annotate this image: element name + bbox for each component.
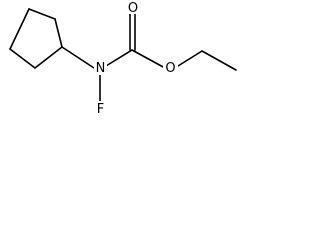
ring-bond-3 — [34, 46, 63, 69]
ester-oxygen-label: O — [165, 61, 175, 76]
carbonyl-ester-oxygen-bond — [131, 49, 166, 69]
carbonyl-double-bond — [129, 11, 136, 51]
ring-bond-5 — [9, 8, 30, 50]
ring-bond-1 — [28, 8, 56, 20]
ring-bond-2 — [54, 18, 63, 48]
carbonyl-oxygen-label: O — [128, 1, 138, 16]
ring-bond-4 — [9, 48, 36, 69]
ester-oxygen-atom: O — [163, 60, 178, 76]
nitrogen-label: N — [96, 61, 106, 76]
ester-oxygen-ch2-bond — [177, 50, 203, 67]
ring-to-nitrogen-bond — [61, 46, 95, 69]
fluorine-atom: F — [94, 101, 107, 117]
fluorine-label-background — [94, 101, 107, 116]
nitrogen-atom: N — [94, 60, 107, 76]
cyclopentane-ring — [9, 8, 63, 69]
nitrogen-carbonyl-bond — [105, 49, 133, 67]
ethyl-bond — [201, 50, 237, 71]
fluorine-label: F — [97, 102, 104, 117]
carbonyl-oxygen-label-background — [126, 0, 140, 14]
ester-oxygen-label-background — [163, 60, 178, 75]
nitrogen-label-background — [94, 60, 107, 75]
molecule-structure: N O O F — [9, 0, 237, 117]
carbonyl-oxygen-atom: O — [126, 0, 140, 16]
